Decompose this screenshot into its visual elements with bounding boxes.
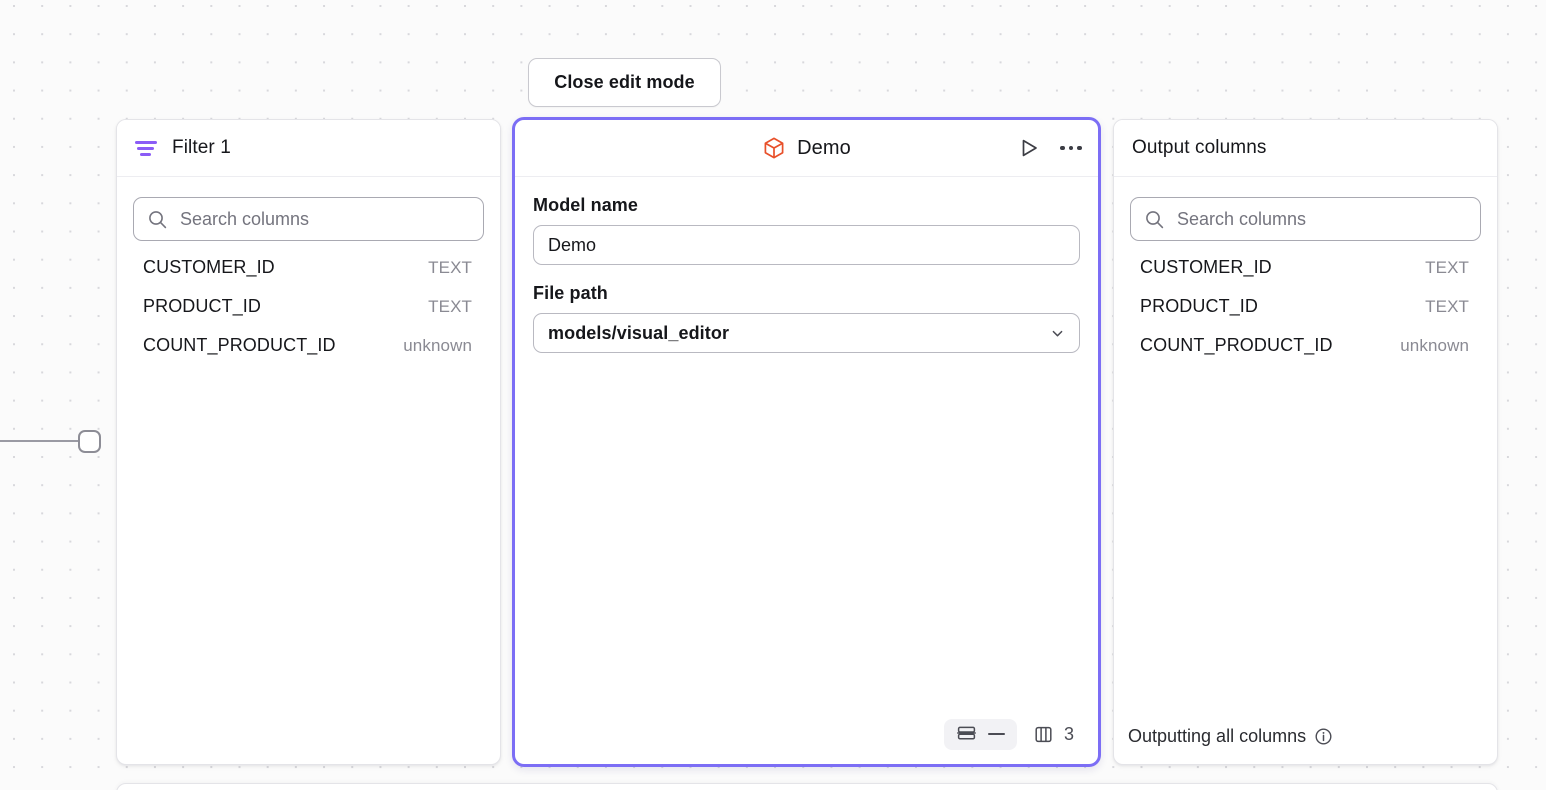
row-count-group[interactable] [943, 718, 1017, 750]
output-panel-header: Output columns [1114, 120, 1497, 177]
connection-edge [0, 440, 82, 442]
column-type: TEXT [1425, 297, 1469, 316]
columns-icon [1035, 726, 1052, 742]
filter-panel-header: Filter 1 [117, 120, 500, 177]
filter-columns-list: CUSTOMER_ID TEXT PRODUCT_ID TEXT COUNT_P… [133, 257, 484, 374]
output-columns-list: CUSTOMER_ID TEXT PRODUCT_ID TEXT COUNT_P… [1130, 257, 1481, 374]
connection-handle[interactable] [78, 430, 101, 453]
column-type: unknown [1400, 336, 1469, 355]
table-row[interactable]: CUSTOMER_ID TEXT [133, 257, 484, 296]
output-panel-title: Output columns [1132, 137, 1267, 158]
column-type: unknown [403, 336, 472, 355]
search-icon [1146, 210, 1164, 228]
ellipsis-icon [1060, 145, 1082, 151]
close-edit-mode-button[interactable]: Close edit mode [528, 58, 721, 107]
model-panel-footer: 3 [515, 712, 1098, 764]
table-row[interactable]: CUSTOMER_ID TEXT [1130, 257, 1481, 296]
play-icon [1022, 139, 1037, 157]
more-options-button[interactable] [1058, 135, 1084, 161]
chevron-down-icon [1052, 330, 1063, 336]
cube-icon [764, 137, 784, 159]
column-count-value: 3 [1063, 723, 1074, 744]
table-row[interactable]: PRODUCT_ID TEXT [133, 296, 484, 335]
column-name: COUNT_PRODUCT_ID [1140, 335, 1333, 355]
filter-panel-body: CUSTOMER_ID TEXT PRODUCT_ID TEXT COUNT_P… [117, 177, 500, 764]
column-name: CUSTOMER_ID [143, 257, 275, 277]
output-panel-body: CUSTOMER_ID TEXT PRODUCT_ID TEXT COUNT_P… [1114, 177, 1497, 708]
output-search-input[interactable] [1177, 208, 1466, 230]
column-count-group[interactable]: 3 [1023, 719, 1082, 750]
filter-icon [135, 139, 157, 157]
model-node-panel[interactable]: Demo Model name File path models/visual_… [512, 117, 1101, 767]
outputting-all-columns-label: Outputting all columns [1128, 725, 1307, 746]
output-columns-panel[interactable]: Output columns CUSTOMER_ID TEXT PRODUCT_… [1113, 119, 1498, 765]
model-panel-body: Model name File path models/visual_edito… [515, 177, 1098, 712]
column-type: TEXT [1425, 258, 1469, 277]
column-name: PRODUCT_ID [1140, 296, 1259, 316]
output-panel-footer: Outputting all columns [1114, 708, 1497, 764]
search-icon [149, 210, 167, 228]
column-type: TEXT [428, 258, 472, 277]
bottom-node-panel[interactable] [116, 783, 1498, 790]
column-name: CUSTOMER_ID [1140, 257, 1272, 277]
model-panel-header: Demo [515, 120, 1098, 177]
table-row[interactable]: COUNT_PRODUCT_ID unknown [1130, 335, 1481, 374]
model-header-actions [1016, 135, 1084, 161]
output-search-box[interactable] [1130, 197, 1481, 241]
info-icon[interactable] [1314, 727, 1333, 746]
column-name: PRODUCT_ID [143, 296, 262, 316]
file-path-value: models/visual_editor [548, 322, 730, 343]
model-name-label: Model name [533, 195, 639, 215]
column-type: TEXT [428, 297, 472, 316]
filter-panel-title: Filter 1 [172, 137, 231, 158]
row-count-value [987, 732, 1005, 736]
filter-search-box[interactable] [133, 197, 484, 241]
file-path-select[interactable]: models/visual_editor [533, 313, 1080, 353]
table-row[interactable]: PRODUCT_ID TEXT [1130, 296, 1481, 335]
column-name: COUNT_PRODUCT_ID [143, 335, 336, 355]
model-name-input[interactable] [533, 225, 1080, 265]
run-button[interactable] [1016, 135, 1042, 161]
rows-icon [957, 726, 976, 740]
model-panel-title: Demo [797, 136, 851, 159]
table-row[interactable]: COUNT_PRODUCT_ID unknown [133, 335, 484, 374]
filter-node-panel[interactable]: Filter 1 CUSTOMER_ID TEXT PRODUCT_ID TEX… [116, 119, 501, 765]
file-path-label: File path [533, 283, 608, 303]
filter-search-input[interactable] [180, 208, 469, 230]
model-title-group: Demo [515, 136, 1098, 160]
